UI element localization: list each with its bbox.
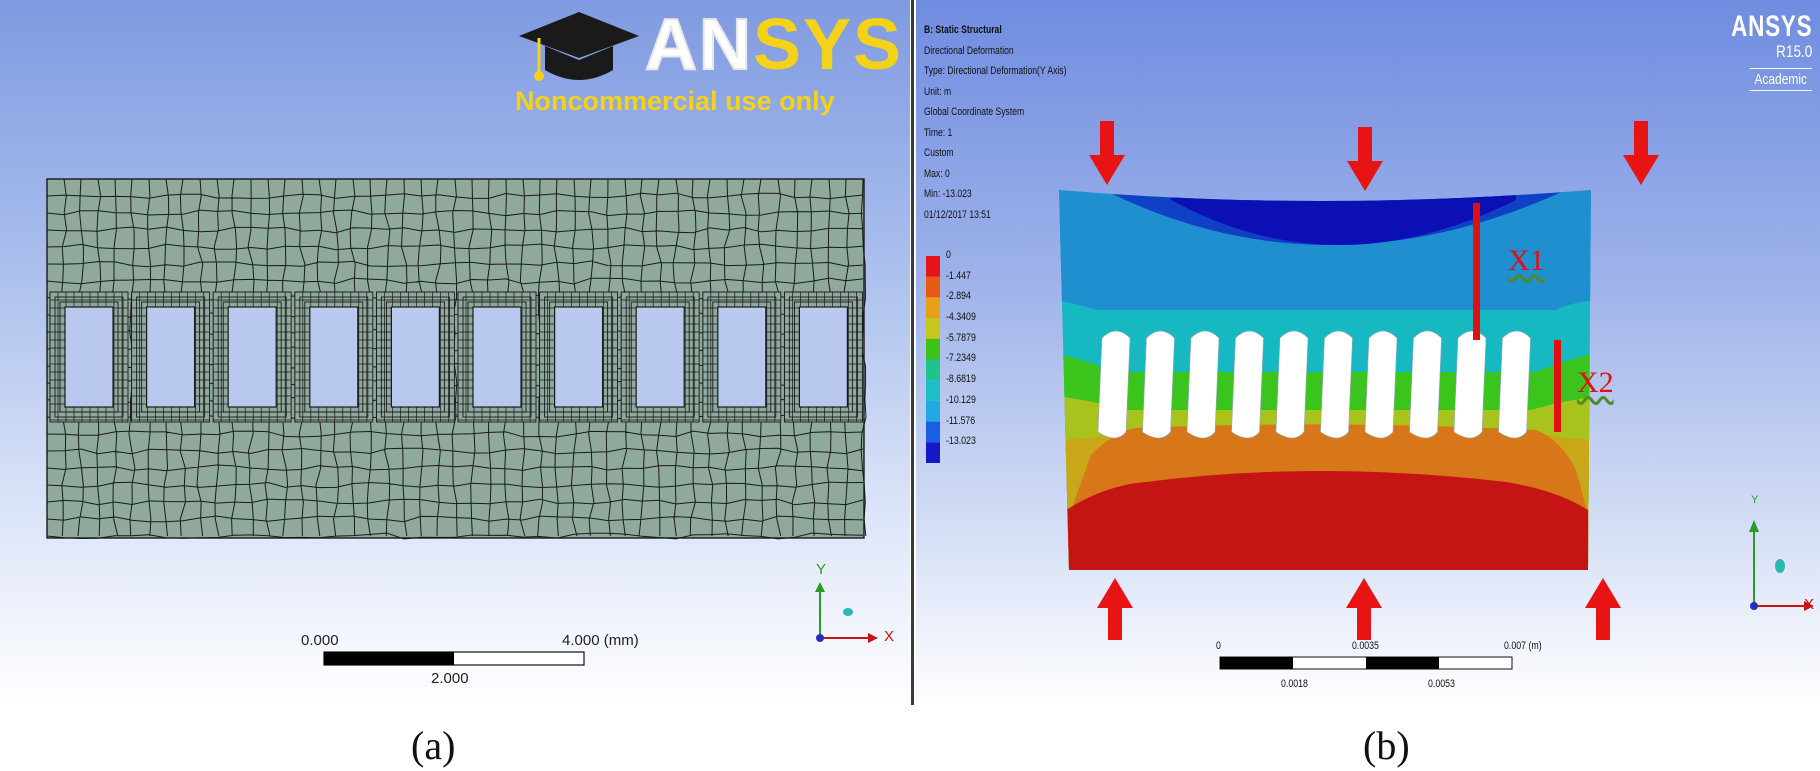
scale-bar-label-0: 0 <box>1216 640 1221 652</box>
slot-opening <box>1097 330 1131 439</box>
caption-b: (b) <box>1363 723 1410 768</box>
analysis-title: B: Static Structural <box>924 24 1002 36</box>
legend-swatch <box>926 297 940 319</box>
x-axis-label: X <box>1804 596 1815 613</box>
result-max: Max: 0 <box>924 167 950 180</box>
result-info-block: B: Static Structural Directional Deforma… <box>924 20 1066 225</box>
noncommercial-notice: Noncommercial use only <box>515 86 835 116</box>
legend-swatch <box>926 421 940 443</box>
x2-marker-line <box>1554 340 1561 432</box>
scale-bar-label-max: 0.007 (m) <box>1504 640 1542 652</box>
ansys-wordmark: ANSYS <box>644 4 904 86</box>
legend-label: -7.2349 <box>946 352 976 365</box>
slot-opening <box>1275 330 1309 439</box>
slots-row <box>1097 330 1531 439</box>
legend-swatch <box>926 276 940 298</box>
scale-bar <box>1219 656 1513 670</box>
panel-divider <box>911 0 914 705</box>
slot-opening <box>1186 330 1220 439</box>
slot-opening <box>1231 330 1264 439</box>
slot-opening <box>1498 330 1531 439</box>
legend-mode: Custom <box>924 147 954 159</box>
slot-opening <box>1320 330 1353 439</box>
result-unit: Unit: m <box>924 85 952 98</box>
legend-label: -11.576 <box>946 414 976 427</box>
scale-bar-min-label: 0.000 <box>301 632 339 649</box>
x-axis-label: X <box>884 628 895 645</box>
scale-bar-mid-label: 2.000 <box>431 670 469 687</box>
license-badge: Academic <box>1749 68 1812 91</box>
legend-label: -10.129 <box>946 393 976 406</box>
scale-bar-label-mid: 0.0035 <box>1352 640 1379 652</box>
graduation-cap-icon <box>519 12 639 81</box>
brand-version: R15.0 <box>1775 42 1812 61</box>
result-time: Time: 1 <box>924 126 953 139</box>
scale-bar-max-label: 4.000 (mm) <box>562 632 639 649</box>
legend-swatch <box>926 338 940 360</box>
deformation-canvas <box>926 121 1814 670</box>
y-axis-label: Y <box>816 561 827 578</box>
legend-label: -1.447 <box>946 269 971 282</box>
brand-name: ANSYS <box>1730 10 1812 43</box>
coordinate-system: Global Coordinate System <box>924 106 1025 118</box>
legend-swatch <box>926 442 940 463</box>
x2-marker-label: X2 <box>1577 366 1614 399</box>
color-legend <box>926 256 940 463</box>
y-axis-label: Y <box>1751 494 1759 506</box>
slot-opening <box>1142 330 1175 439</box>
load-arrows <box>1089 121 1659 640</box>
axis-triad <box>815 582 878 643</box>
legend-label: -8.6819 <box>946 373 976 386</box>
legend-labels: 0 -1.447 -2.894 -4.3409 -5.7879 -7.2349 -8.681… <box>946 245 976 452</box>
result-name: Directional Deformation <box>924 44 1014 57</box>
legend-label: -5.7879 <box>946 331 976 344</box>
legend-swatch <box>926 400 940 422</box>
slot-opening <box>1364 330 1398 439</box>
deformation-view-panel: B: Static Structural Directional Deforma… <box>916 0 1820 705</box>
legend-swatch <box>926 380 940 401</box>
slot-opening <box>1453 330 1487 439</box>
x1-marker-line <box>1473 203 1480 340</box>
mesh-plate <box>46 178 867 540</box>
axis-triad <box>1749 520 1814 611</box>
legend-label: -2.894 <box>946 290 971 303</box>
x1-marker-label: X1 <box>1508 244 1545 277</box>
result-min: Min: -13.023 <box>924 188 972 200</box>
scale-bar-label-a: 0.0018 <box>1281 678 1308 690</box>
mesh-canvas <box>46 178 878 666</box>
legend-label: -13.023 <box>946 435 976 448</box>
ansys-logo: ANSYS Noncommercial use only <box>515 4 901 119</box>
legend-swatch <box>926 359 940 381</box>
ansys-brand-badge: ANSYS R15.0 Academic <box>1704 10 1812 91</box>
scale-bar-black-segment <box>324 652 454 665</box>
legend-label: -4.3409 <box>946 311 976 324</box>
legend-label: 0 <box>946 249 951 261</box>
legend-swatch <box>926 318 940 339</box>
legend-swatch <box>926 256 940 277</box>
result-date: 01/12/2017 13:51 <box>924 208 991 221</box>
scale-bar-label-b: 0.0053 <box>1428 678 1455 690</box>
result-type: Type: Directional Deformation(Y Axis) <box>924 65 1067 77</box>
caption-a: (a) <box>411 723 456 768</box>
slot-opening <box>1409 330 1442 439</box>
mesh-view-panel: ANSYS Noncommercial use only 0.000 4.000… <box>0 0 910 705</box>
